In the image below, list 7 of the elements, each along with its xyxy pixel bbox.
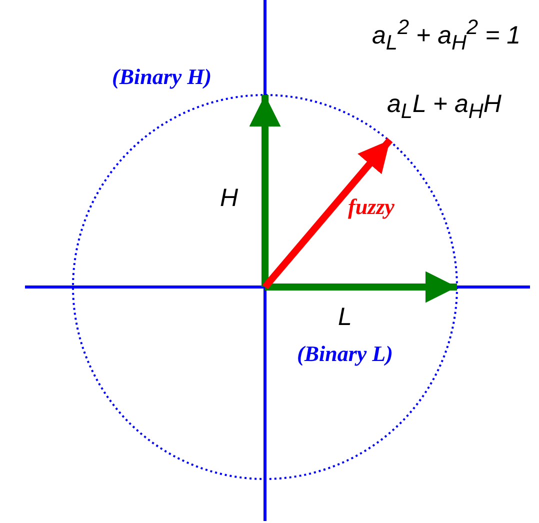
axis-label: (Binary L) [297,343,393,365]
axis-label: (Binary H) [112,66,212,88]
vector-label: L [338,305,352,330]
equation: a$_{L}$$^{2}$ + a$_{H}$$^{2}$ = 1 [372,18,521,54]
vector-label: fuzzy [348,196,394,218]
equation: a$_{L}$L + a$_{H}$H [387,92,502,123]
vector-label: H [220,186,238,211]
